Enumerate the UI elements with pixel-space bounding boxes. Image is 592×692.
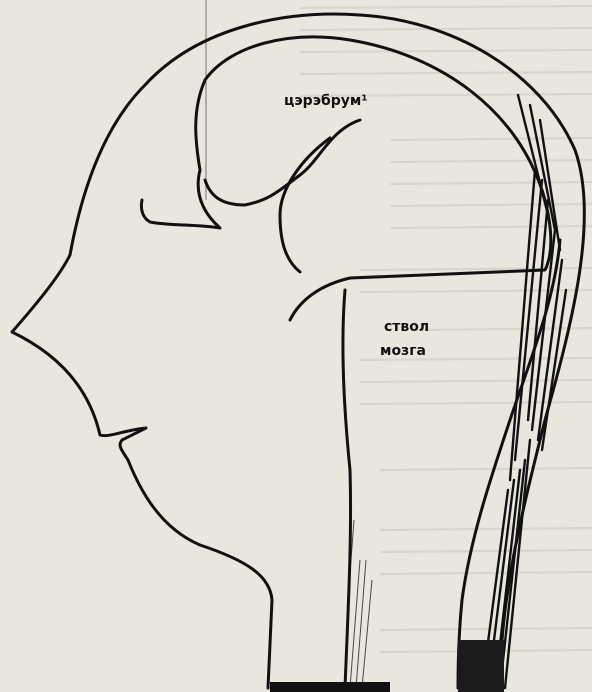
brain-stem-label-line2: мозга: [380, 340, 426, 362]
cerebrum-lower-fold: [280, 138, 330, 272]
brain-stem-outline: [343, 290, 351, 688]
spinal-cord-outline: [458, 240, 560, 688]
spine-base: [458, 640, 504, 692]
cerebrum-label: цэрэбрум¹: [284, 90, 368, 112]
cerebrum-outline: [141, 37, 550, 320]
cerebrum-curl: [205, 120, 360, 205]
brain-stem-label-line1: ствол: [384, 316, 429, 338]
neck-base: [270, 682, 390, 692]
